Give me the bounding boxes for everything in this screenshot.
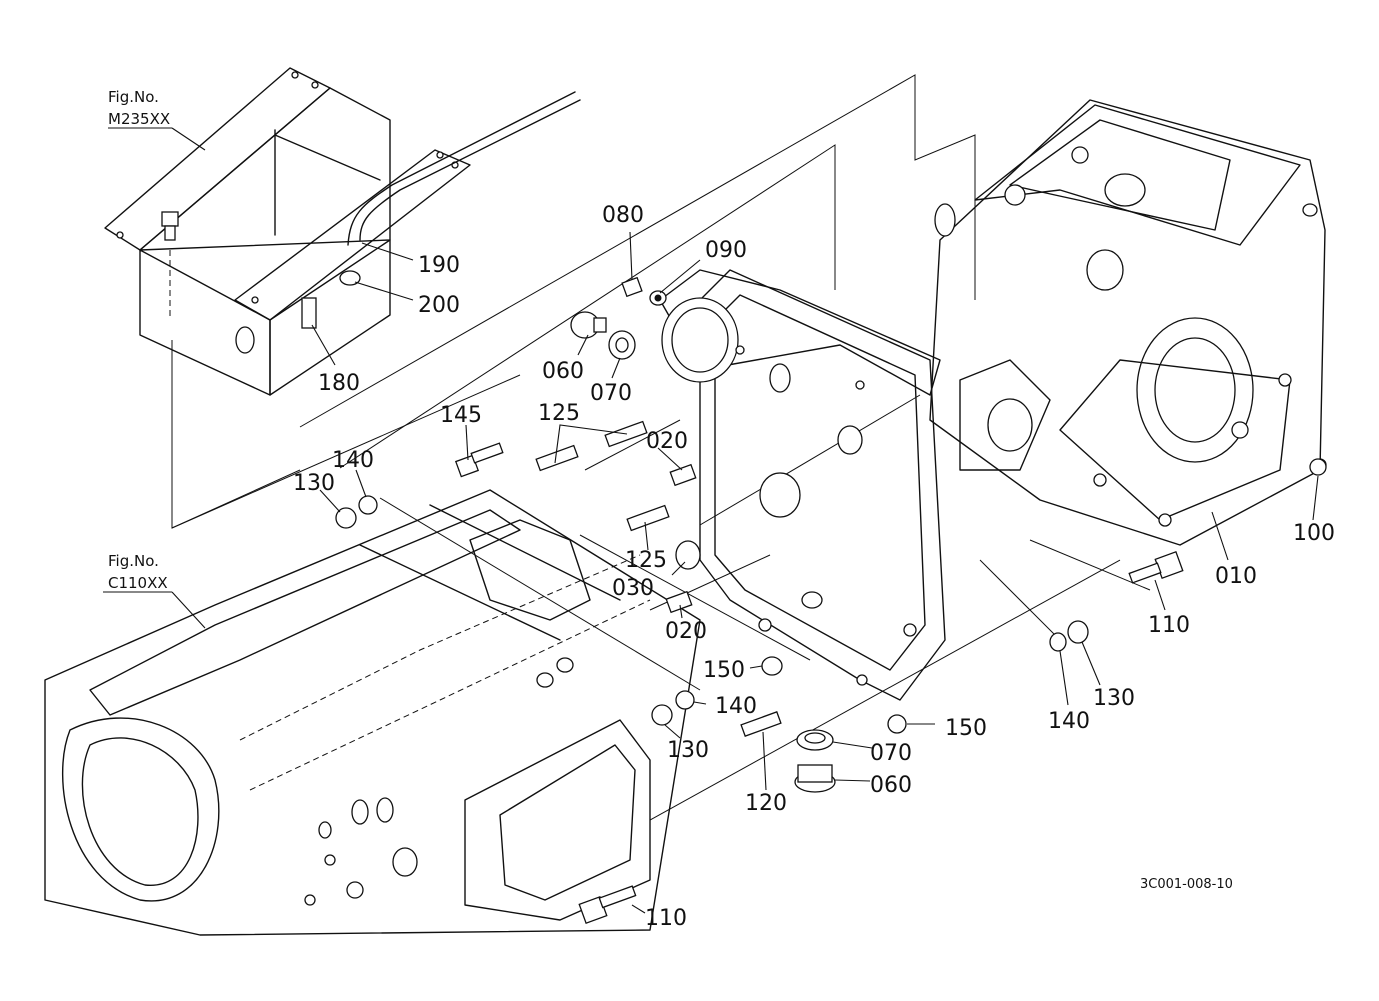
part-label-110: 110 <box>645 906 687 931</box>
part-label-140: 140 <box>715 694 757 719</box>
part-label-120: 120 <box>745 791 787 816</box>
part-label-030: 030 <box>612 576 654 601</box>
part-label-090: 090 <box>705 238 747 263</box>
figure-ref-code: M235XX <box>108 110 170 128</box>
part-label-125: 125 <box>625 548 667 573</box>
part-label-070: 070 <box>590 381 632 406</box>
part-label-200: 200 <box>418 293 460 318</box>
part-label-100: 100 <box>1293 521 1335 546</box>
part-label-150: 150 <box>703 658 745 683</box>
figure-ref-label: Fig.No. <box>108 88 159 106</box>
figure-ref-c110xx: Fig.No. C110XX <box>103 552 206 629</box>
drawing-code: 3C001-008-10 <box>1140 877 1233 892</box>
transmission-middle-plate <box>659 269 946 701</box>
front-transmission-case <box>44 489 701 936</box>
part-label-125: 125 <box>538 401 580 426</box>
part-label-020: 020 <box>665 619 707 644</box>
transmission-case-010 <box>929 99 1327 546</box>
part-label-190: 190 <box>418 253 460 278</box>
figure-ref-label: Fig.No. <box>108 552 159 570</box>
part-label-130: 130 <box>293 471 335 496</box>
leader-lines <box>311 231 1319 914</box>
part-label-130: 130 <box>667 738 709 763</box>
part-label-010: 010 <box>1215 564 1257 589</box>
part-label-145: 145 <box>440 403 482 428</box>
assembly-guide-lines <box>171 74 1151 821</box>
part-label-140: 140 <box>1048 709 1090 734</box>
part-label-180: 180 <box>318 371 360 396</box>
part-label-140: 140 <box>332 448 374 473</box>
part-label-060: 060 <box>870 773 912 798</box>
part-labels: 080 090 190 200 180 060 070 145 125 020 … <box>293 203 1335 931</box>
figure-ref-m235xx: Fig.No. M235XX <box>108 88 206 151</box>
part-label-070: 070 <box>870 741 912 766</box>
part-label-020: 020 <box>646 429 688 454</box>
part-label-150: 150 <box>945 716 987 741</box>
part-label-080: 080 <box>602 203 644 228</box>
figure-ref-code: C110XX <box>108 574 168 592</box>
seat-bracket-assembly <box>104 67 581 396</box>
part-label-060: 060 <box>542 359 584 384</box>
part-label-110: 110 <box>1148 613 1190 638</box>
part-label-130: 130 <box>1093 686 1135 711</box>
